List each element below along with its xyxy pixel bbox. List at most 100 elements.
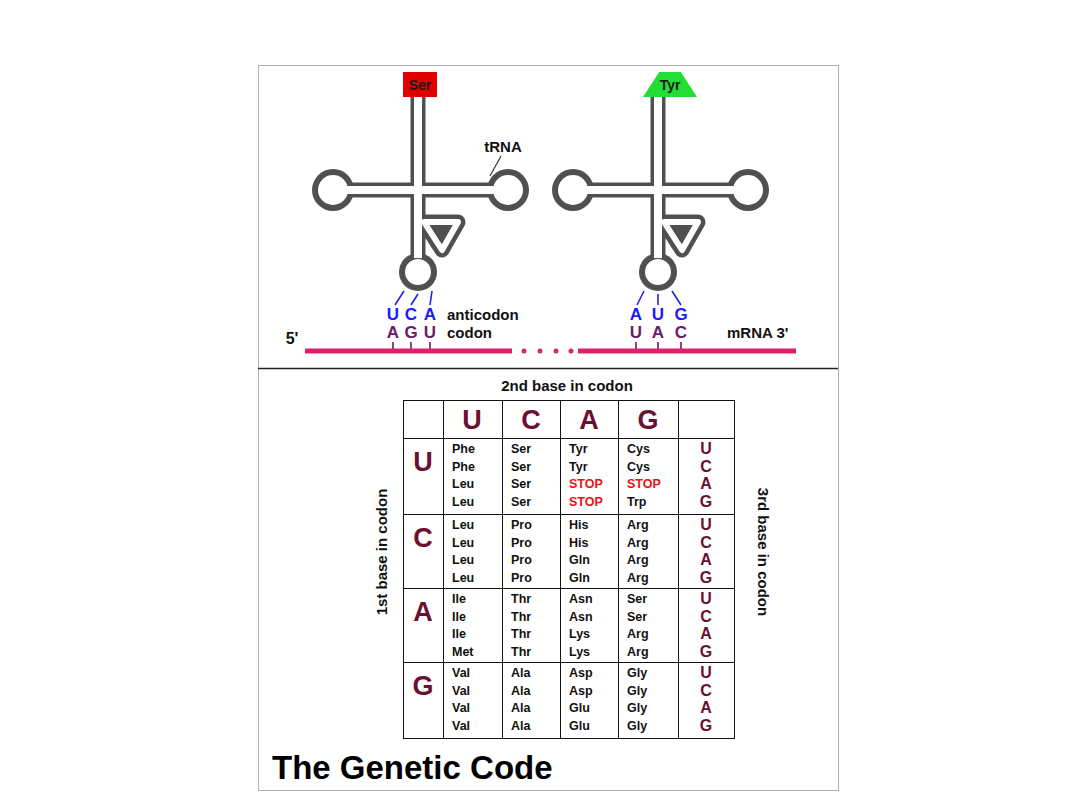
amino-acid-cell: Ser [511, 495, 531, 508]
amino-acid-cell: Ile [452, 628, 466, 641]
amino-acid-cell: Pro [511, 519, 532, 532]
third-base: U [700, 517, 712, 533]
amino-acid-cell: Tyr [569, 443, 588, 456]
codon-base: C [675, 324, 687, 341]
amino-acid-cell: Arg [627, 536, 649, 549]
stop-codon: STOP [569, 478, 603, 491]
third-base: U [700, 591, 712, 607]
amino-acid-cell: Ile [452, 593, 466, 606]
amino-acid-cell: Arg [627, 571, 649, 584]
base-header: U [413, 449, 433, 476]
amino-acid-cell: Thr [511, 645, 531, 658]
base-header: C [521, 407, 541, 434]
stop-codon: STOP [627, 478, 661, 491]
anticodon-base: U [652, 306, 664, 323]
third-base: C [700, 535, 712, 551]
anticodon-base: A [630, 306, 642, 323]
amino-acid-cell: Met [452, 645, 474, 658]
separator [258, 368, 838, 370]
axis-title: 1st base in codon [374, 489, 389, 616]
leader-line [490, 156, 501, 176]
amino-acid-cell: Lys [569, 645, 590, 658]
amino-acid-cell: Arg [627, 645, 649, 658]
amino-acid-cell: Pro [511, 571, 532, 584]
amino-acid-cell: Arg [627, 519, 649, 532]
part-label: anticodon [447, 307, 519, 322]
amino-acid-box: Ser [403, 72, 437, 97]
third-base: G [700, 644, 712, 660]
amino-acid-cell: Gly [627, 719, 647, 732]
axis-title: 2nd base in codon [501, 378, 633, 393]
amino-acid-cell: Ser [511, 460, 531, 473]
amino-acid-cell: Ser [627, 593, 647, 606]
third-base: A [700, 476, 712, 492]
amino-acid-name: Tyr [660, 78, 681, 92]
amino-acid-cell: Thr [511, 593, 531, 606]
amino-acid-cell: Gln [569, 571, 590, 584]
strand-end: 5' [286, 331, 299, 347]
amino-acid-cell: Glu [569, 719, 590, 732]
anticodon-base: A [424, 306, 436, 323]
amino-acid-cell: Ser [511, 443, 531, 456]
amino-acid-cell: Leu [452, 571, 474, 584]
diagram-title: The Genetic Code [272, 751, 553, 784]
amino-acid-cell: Asn [569, 593, 593, 606]
anticodon-base: C [405, 306, 417, 323]
third-base: U [700, 665, 712, 681]
part-label: codon [447, 325, 492, 340]
third-base: G [700, 570, 712, 586]
amino-acid-cell: Ala [511, 684, 530, 697]
amino-acid-cell: Arg [627, 554, 649, 567]
amino-acid-cell: Val [452, 684, 470, 697]
base-header: G [412, 673, 433, 700]
amino-acid-cell: Val [452, 719, 470, 732]
third-base: A [700, 700, 712, 716]
amino-acid-cell: Cys [627, 460, 650, 473]
code-table-grid [403, 400, 735, 739]
amino-acid-cell: Gly [627, 684, 647, 697]
amino-acid-cell: Thr [511, 628, 531, 641]
base-header: G [637, 407, 658, 434]
third-base: G [700, 494, 712, 510]
amino-acid-cell: Arg [627, 628, 649, 641]
amino-acid-cell: Ser [627, 610, 647, 623]
trna-shape [552, 97, 769, 291]
amino-acid-cell: Asn [569, 610, 593, 623]
amino-acid-cell: Lys [569, 628, 590, 641]
amino-acid-cell: Val [452, 702, 470, 715]
amino-acid-cell: Leu [452, 478, 474, 491]
codon-base: A [652, 324, 664, 341]
stop-codon: STOP [569, 495, 603, 508]
part-label: mRNA 3' [727, 325, 788, 340]
amino-acid-cell: Val [452, 667, 470, 680]
part-label: tRNA [484, 139, 522, 154]
amino-acid-cell: Gly [627, 702, 647, 715]
amino-acid-cell: Tyr [569, 460, 588, 473]
amino-acid-cell: His [569, 519, 588, 532]
anticodon-base: G [674, 306, 687, 323]
amino-acid-cell: Asp [569, 684, 593, 697]
third-base: C [700, 459, 712, 475]
amino-acid-cell: Leu [452, 519, 474, 532]
amino-acid-cell: Ala [511, 702, 530, 715]
amino-acid-name: Ser [409, 78, 432, 92]
third-base: C [700, 609, 712, 625]
panel-border [259, 66, 839, 791]
amino-acid-cell: Thr [511, 610, 531, 623]
third-base: A [700, 552, 712, 568]
amino-acid-cell: Glu [569, 702, 590, 715]
amino-acid-cell: Leu [452, 536, 474, 549]
codon-base: U [630, 324, 642, 341]
amino-acid-cell: Cys [627, 443, 650, 456]
third-base: A [700, 626, 712, 642]
amino-acid-cell: Ala [511, 719, 530, 732]
axis-title: 3rd base in codon [756, 488, 771, 616]
third-base: U [700, 441, 712, 457]
amino-acid-cell: Leu [452, 554, 474, 567]
codon-base: U [424, 324, 436, 341]
codon-ticks [393, 342, 681, 349]
amino-acid-cell: Ile [452, 610, 466, 623]
codon-base: G [404, 324, 417, 341]
trna-shape [312, 97, 529, 291]
